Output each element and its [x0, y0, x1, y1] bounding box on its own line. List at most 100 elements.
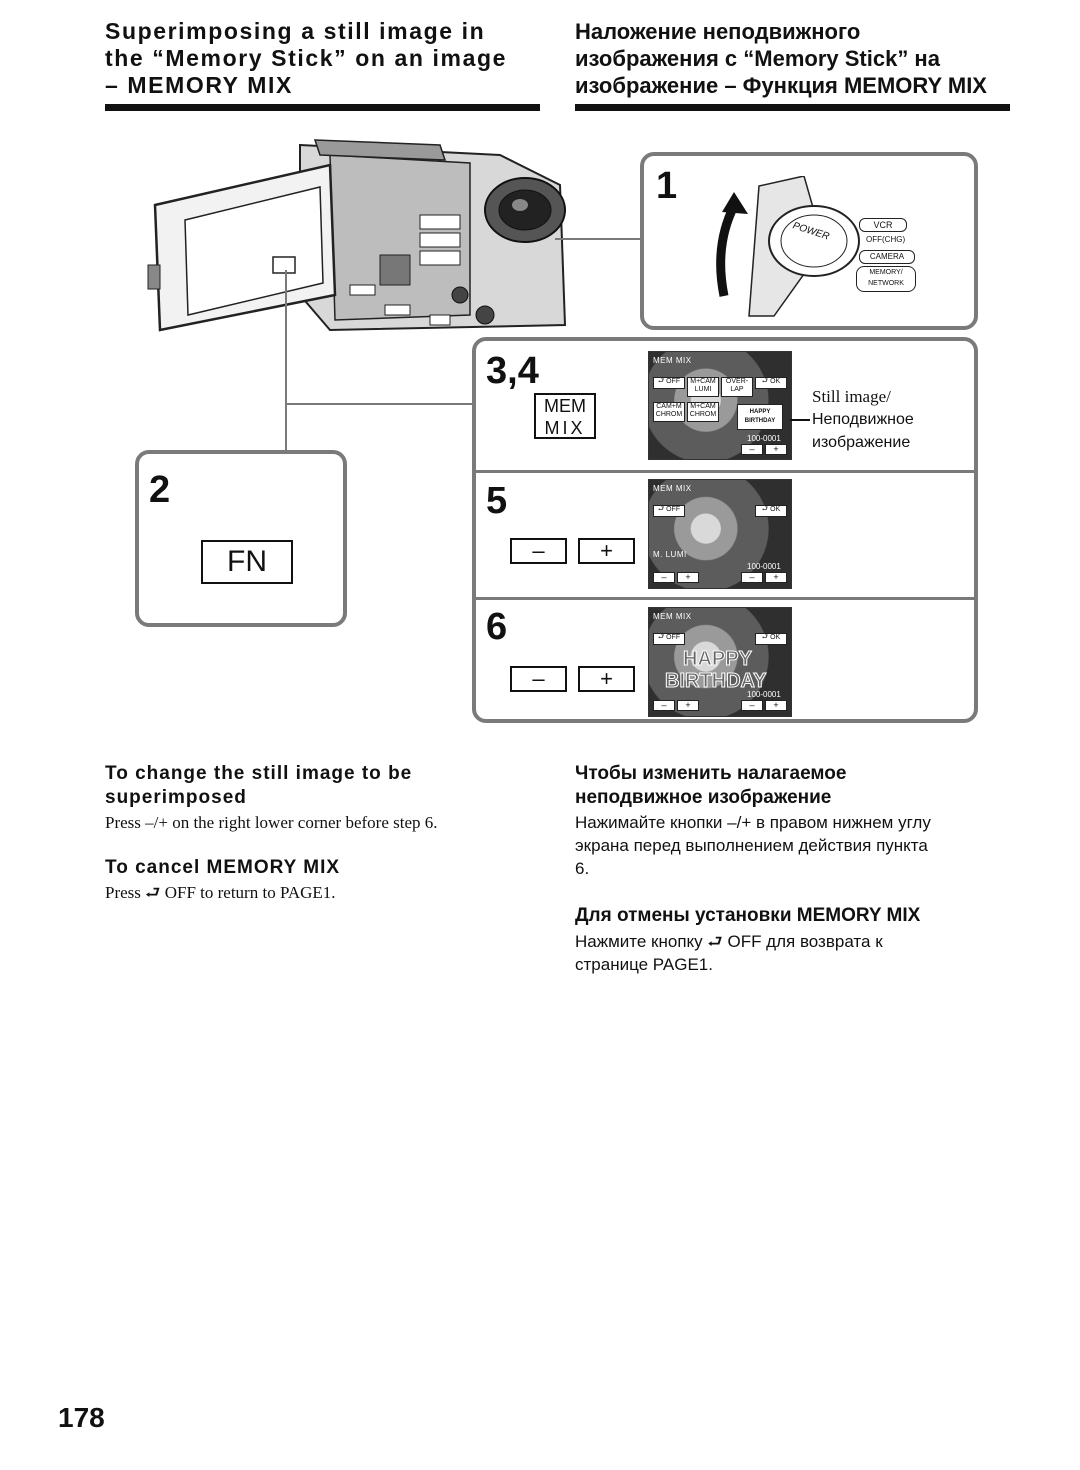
power-switch-illustration — [716, 176, 860, 317]
lcd-overlap-2: LAP — [730, 386, 744, 393]
title-ru: Наложение неподвижного изображения с “Me… — [575, 18, 1015, 99]
lcd-cam-m-chrom-1: CAM+M — [656, 403, 682, 410]
lcd-plus-button[interactable]: + — [765, 572, 787, 583]
lcd-off-button[interactable]: ⮐ OFF — [653, 633, 685, 645]
callout-ru-1: Неподвижное — [812, 411, 914, 428]
lcd-m-cam-chrom-2: CHROM — [689, 411, 717, 418]
title-en: Superimposing a still image in the “Memo… — [105, 18, 545, 99]
lcd-mem-mix-label: MEM MIX — [653, 612, 692, 621]
lcd-ok-button[interactable]: ⮐ OK — [755, 505, 787, 517]
callout-ru-2: изображение — [812, 434, 911, 451]
cancel-body-ru-2: странице PAGE1. — [575, 955, 713, 974]
title-ru-line1: Наложение неподвижного — [575, 19, 861, 44]
lcd-off-button[interactable]: ⮐ OFF — [653, 377, 685, 389]
cancel-body-en: Press ⮐ OFF to return to PAGE1. — [105, 882, 545, 904]
mem-mix-button[interactable]: MEM MIX — [534, 393, 596, 439]
step6-number: 6 — [486, 606, 508, 648]
lcd-lumi-plus-button[interactable]: + — [677, 572, 699, 583]
change-body-en: Press –/+ on the right lower corner befo… — [105, 813, 438, 832]
return-arrow-icon: ⮐ — [761, 378, 769, 385]
return-arrow-icon: ⮐ — [145, 883, 161, 902]
return-arrow-icon: ⮐ — [657, 506, 665, 513]
lcd-plus-button[interactable]: + — [765, 700, 787, 711]
section-cancel-en: To cancel MEMORY MIX Press ⮐ OFF to retu… — [105, 856, 545, 904]
off-chg-position[interactable]: OFF(CHG) — [866, 235, 906, 244]
cancel-body-en-post: OFF to return to PAGE1. — [164, 883, 336, 902]
change-heading-ru-1: Чтобы изменить налагаемое — [575, 763, 847, 784]
lcd-lumi-plus-button[interactable]: + — [677, 700, 699, 711]
lcd-lumi-minus-button[interactable]: – — [653, 572, 675, 583]
vcr-position[interactable]: VCR — [859, 218, 907, 232]
lcd-screen-step5: MEM MIX ⮐ OFF ⮐ OK M. LUMI 100-0001 – + … — [648, 479, 792, 589]
lcd-overlay-birthday: BIRTHDAY — [665, 670, 767, 693]
fn-button[interactable]: FN — [201, 540, 293, 584]
step2-number: 2 — [149, 469, 171, 511]
change-body-ru-1: Нажимайте кнопки –/+ в правом нижнем угл… — [575, 813, 931, 832]
lcd-ok-button[interactable]: ⮐ OK — [755, 633, 787, 645]
lcd-counter: 100-0001 — [747, 690, 781, 699]
memory-label: MEMORY/ — [869, 269, 903, 276]
lcd-m-lumi-label: M. LUMI — [653, 550, 687, 559]
lcd-off-label: OFF — [666, 378, 681, 385]
mem-mix-line2: MIX — [544, 418, 586, 438]
cancel-heading-en: To cancel MEMORY MIX — [105, 857, 341, 878]
lcd-overlap-button[interactable]: OVER-LAP — [721, 377, 753, 397]
title-ru-line3: изображение – Функция MEMORY MIX — [575, 73, 987, 98]
lcd-counter: 100-0001 — [747, 562, 781, 571]
return-arrow-icon: ⮐ — [657, 634, 665, 641]
change-heading-ru-2: неподвижное изображение — [575, 787, 832, 808]
memory-network-position[interactable]: MEMORY/ NETWORK — [856, 266, 916, 292]
lcd-thumb-birthday: BIRTHDAY — [744, 418, 776, 424]
lcd-minus-button[interactable]: – — [741, 572, 763, 583]
mem-mix-line1: MEM — [544, 396, 586, 416]
title-en-line1: Superimposing a still image in — [105, 18, 486, 44]
lcd-ok-button[interactable]: ⮐ OK — [755, 377, 787, 389]
lcd-mem-mix-label: MEM MIX — [653, 356, 692, 365]
return-arrow-icon: ⮐ — [707, 932, 723, 951]
plus-button-step5[interactable]: + — [578, 538, 635, 564]
lcd-minus-button[interactable]: – — [741, 444, 763, 455]
cancel-body-ru-1: Нажмите кнопку ⮐ OFF для возврата к — [575, 930, 1015, 953]
lcd-ok-label: OK — [770, 378, 781, 385]
camera-position[interactable]: CAMERA — [859, 250, 915, 264]
title-en-line3: – MEMORY MIX — [105, 72, 293, 98]
connector-power — [555, 238, 642, 240]
step34-number: 3,4 — [486, 350, 539, 392]
lcd-minus-button[interactable]: – — [741, 700, 763, 711]
page-number: 178 — [58, 1402, 105, 1433]
lcd-mem-mix-label: MEM MIX — [653, 484, 692, 493]
cancel-body-ru-pre: Нажмите кнопку — [575, 932, 703, 951]
lcd-counter: 100-0001 — [747, 434, 781, 443]
connector-fn — [285, 270, 287, 455]
cancel-body-ru-post: OFF для возврата к — [727, 932, 883, 951]
lcd-off-label: OFF — [666, 634, 681, 641]
lcd-screen-step6: MEM MIX ⮐ OFF ⮐ OK HAPPY BIRTHDAY 100-00… — [648, 607, 792, 717]
lcd-ok-label: OK — [770, 634, 781, 641]
lcd-m-cam-lumi-1: M+CAM — [690, 378, 716, 385]
title-ru-line2: изображения с “Memory Stick” на — [575, 46, 940, 71]
plus-button-step6[interactable]: + — [578, 666, 635, 692]
lcd-off-button[interactable]: ⮐ OFF — [653, 505, 685, 517]
step5-number: 5 — [486, 480, 508, 522]
lcd-photo — [649, 608, 791, 716]
lcd-overlay-happy: HAPPY — [683, 648, 753, 671]
step2-panel: 2 FN — [135, 450, 347, 627]
step1-panel: 1 POWER VCR OFF(CHG) CAMERA MEMORY/ NETW… — [640, 152, 978, 330]
lcd-plus-button[interactable]: + — [765, 444, 787, 455]
minus-button-step5[interactable]: – — [510, 538, 567, 564]
minus-button-step6[interactable]: – — [510, 666, 567, 692]
cancel-body-en-pre: Press — [105, 883, 141, 902]
lcd-thumb-happy: HAPPY — [749, 409, 771, 415]
lcd-m-cam-lumi-2: LUMI — [694, 386, 712, 393]
lcd-overlap-1: OVER- — [725, 378, 749, 385]
still-image-callout: Still image/ Неподвижное изображение — [812, 386, 972, 454]
lcd-lumi-minus-button[interactable]: – — [653, 700, 675, 711]
camcorder-illustration — [147, 139, 567, 332]
return-arrow-icon: ⮐ — [761, 634, 769, 641]
change-heading-en-2: superimposed — [105, 787, 247, 808]
change-body-ru-3: 6. — [575, 859, 590, 878]
connector-menu — [285, 403, 475, 405]
